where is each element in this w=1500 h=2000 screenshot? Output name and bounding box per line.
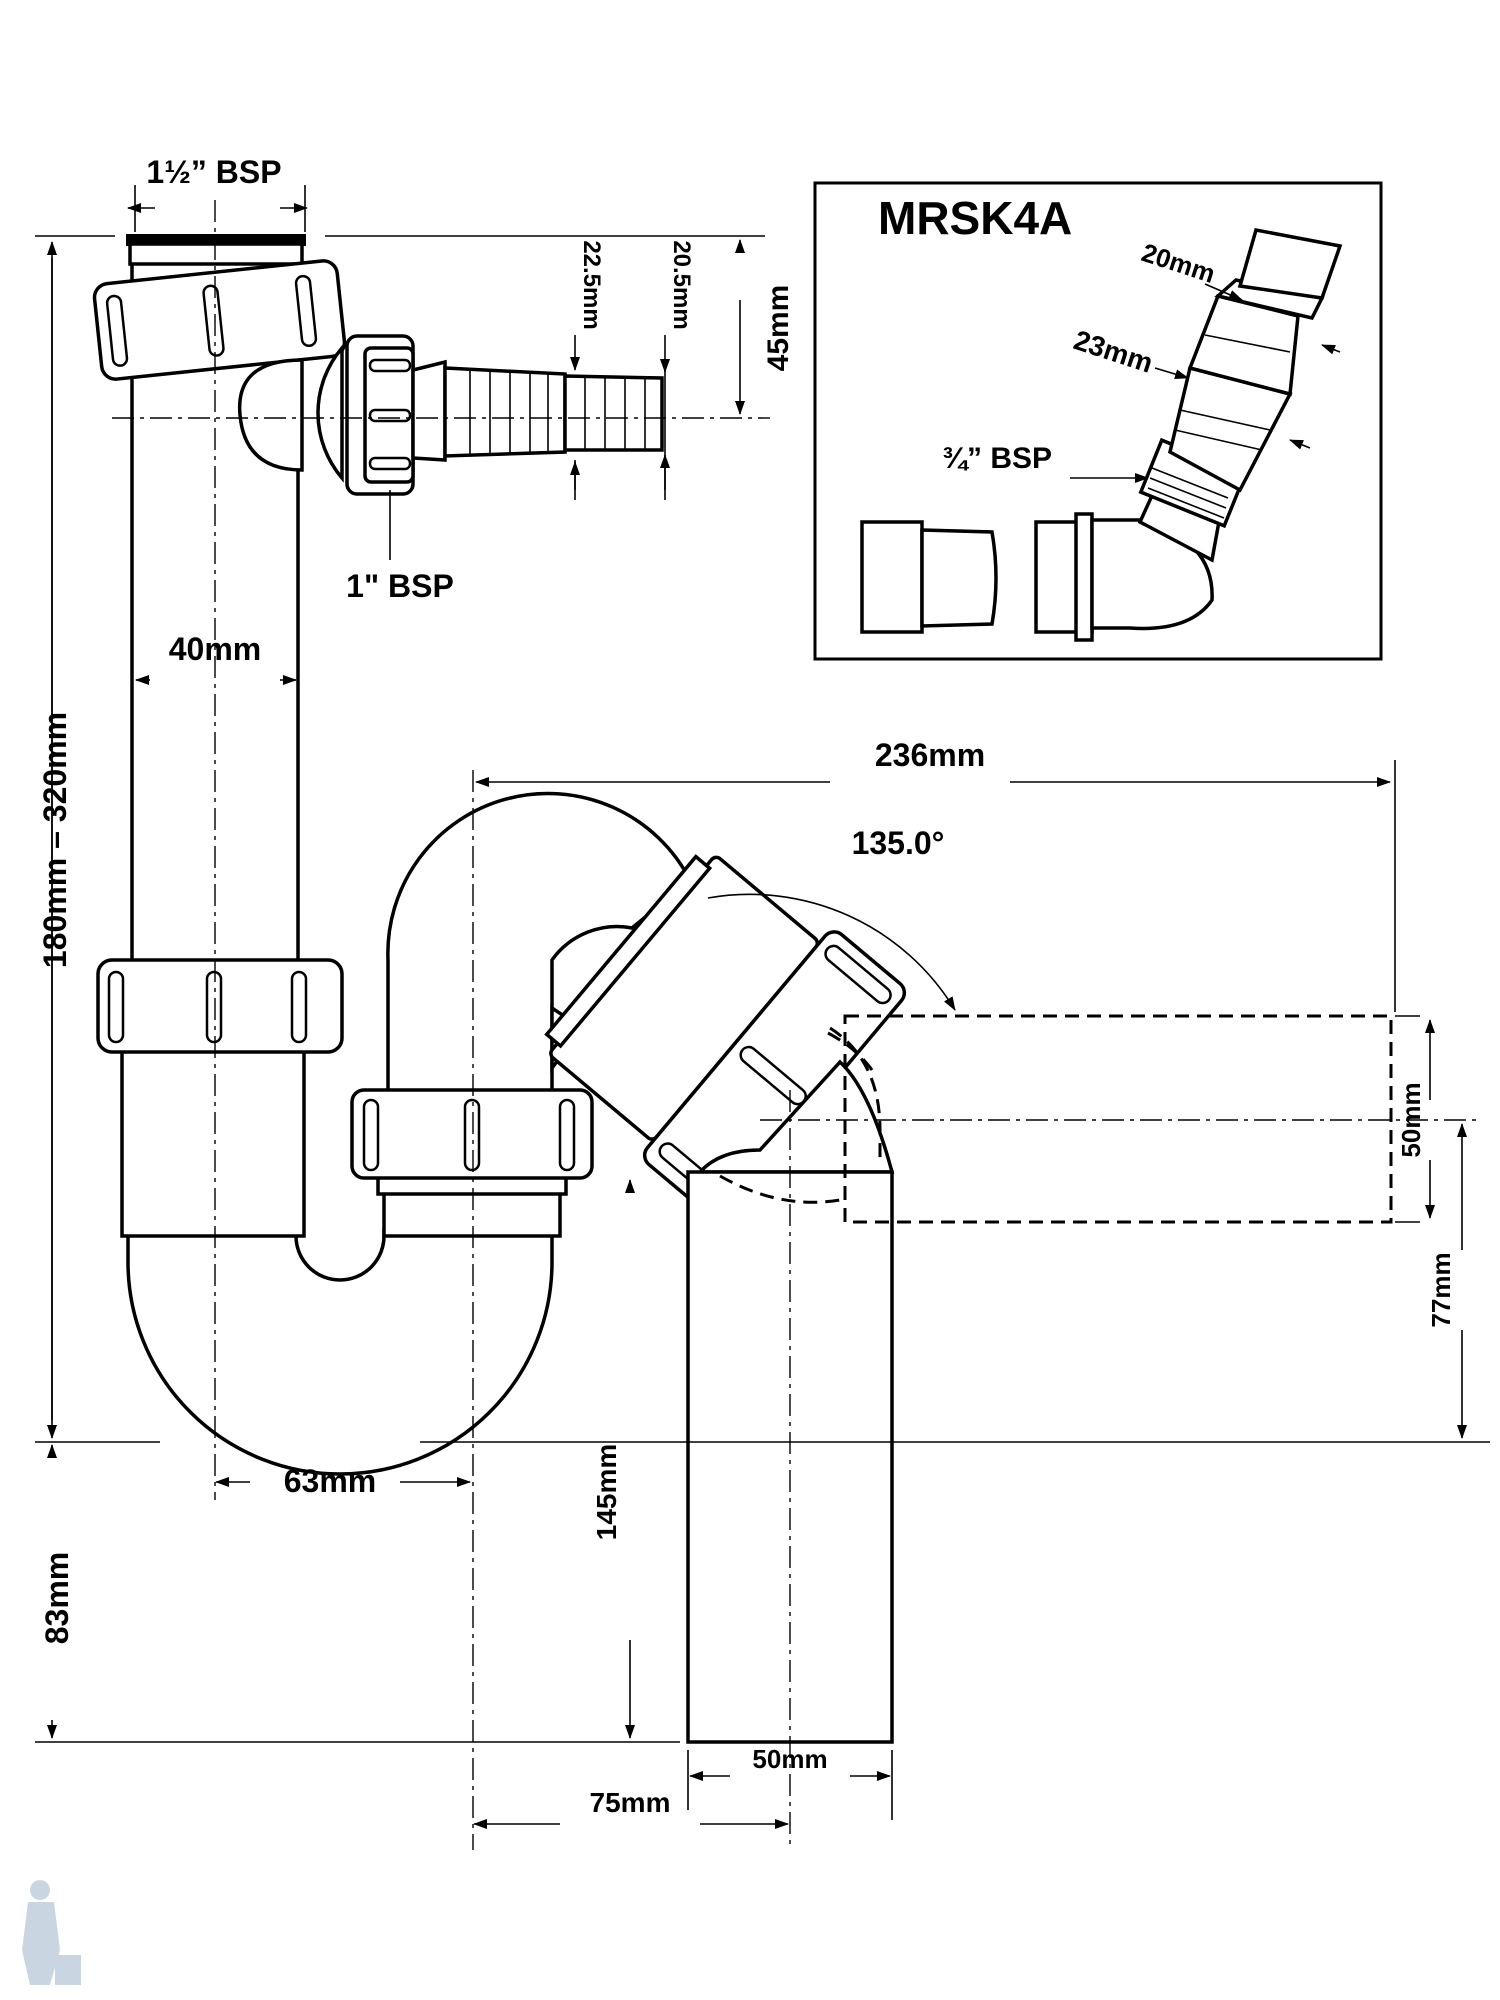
inset-panel: MRSK4A 20mm 23mm ¾” BSP	[813, 181, 1383, 661]
spigot-outer-label: 22.5mm	[578, 240, 605, 329]
top-compression-nut	[92, 259, 347, 381]
seal-depth-label: 83mm	[39, 1552, 75, 1645]
spigot-tip-label: 20.5mm	[668, 240, 695, 329]
height-range-label: 180mm – 320mm	[37, 712, 73, 968]
outlet-pipe	[686, 1026, 895, 1744]
outlet-width-label: 50mm	[752, 1744, 827, 1774]
angled-outlet-coupling	[544, 854, 907, 1218]
extension-lines	[35, 185, 1490, 1820]
s-bend-nut	[350, 1088, 594, 1196]
branch-height-label: 77mm	[1426, 1252, 1456, 1327]
inset-title: MRSK4A	[878, 192, 1072, 244]
side-inlet-nut	[345, 334, 415, 496]
side-inlet-body	[237, 343, 344, 483]
inlet-size-label: 1½” BSP	[146, 154, 281, 190]
hose-spigot	[411, 359, 664, 462]
overall-width-label: 236mm	[875, 737, 985, 773]
dimension-labels: 1½” BSP 1" BSP 22.5mm 20.5mm 45mm 40mm 1…	[37, 154, 1456, 1818]
inset-thread-label: ¾” BSP	[942, 442, 1052, 475]
branch-diameter-label: 50mm	[1396, 1082, 1426, 1157]
dashed-horizontal-branch	[827, 1014, 1393, 1224]
centerlines	[112, 200, 1480, 1850]
outlet-offset-label: 75mm	[590, 1787, 671, 1818]
trap-offset-label: 63mm	[284, 1463, 377, 1499]
spigot-offset-label: 45mm	[762, 285, 795, 372]
side-inlet-size-label: 1" BSP	[346, 568, 454, 604]
dimension-arrows	[47, 203, 1467, 1829]
inset-elbow-adapter	[1034, 227, 1343, 642]
outlet-height-label: 145mm	[591, 1444, 622, 1541]
main-compression-nut	[96, 958, 344, 1054]
inset-loose-adapter	[860, 520, 998, 634]
pipe-diameter-label: 40mm	[169, 631, 262, 667]
bend-angle-label: 135.0°	[852, 825, 945, 861]
plumber-watermark-logo	[22, 1880, 81, 1985]
